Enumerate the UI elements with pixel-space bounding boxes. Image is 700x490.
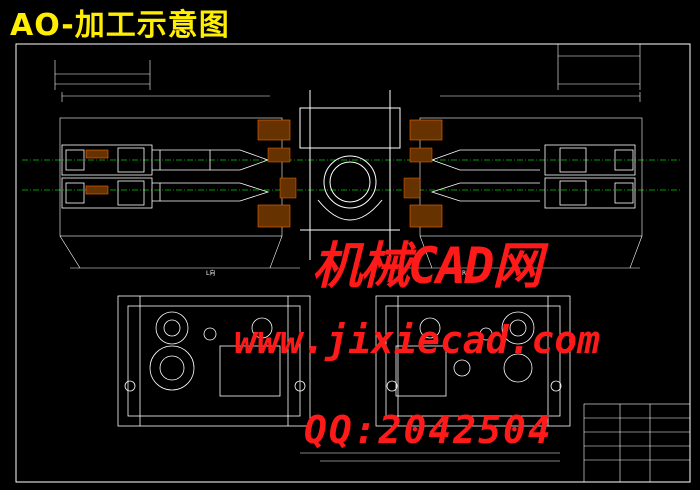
left-spindle-lower <box>61 177 270 209</box>
right-spindle-lower <box>430 177 636 209</box>
watermark-brand: 机械CAD网 <box>312 237 542 295</box>
view-L <box>117 295 311 427</box>
left-housing <box>59 117 300 269</box>
view-label-right: R向 <box>462 270 473 277</box>
right-hatch <box>409 119 443 228</box>
watermark-url: www.jixiecad.com <box>234 318 601 362</box>
left-hatch <box>85 119 291 228</box>
view-R <box>375 295 571 427</box>
title-block <box>583 403 691 483</box>
right-housing <box>400 117 643 269</box>
view-label-left: L向 <box>206 270 216 277</box>
notes-lines <box>300 452 560 462</box>
dimension-left-top <box>54 60 270 102</box>
center-hatch <box>267 147 433 199</box>
drawing-border <box>15 43 691 483</box>
center-workpiece <box>299 90 401 260</box>
drawing-title: AO-加工示意图 <box>10 8 230 43</box>
dimension-right-top <box>440 44 641 102</box>
watermark-qq: QQ:2042504 <box>304 408 553 452</box>
